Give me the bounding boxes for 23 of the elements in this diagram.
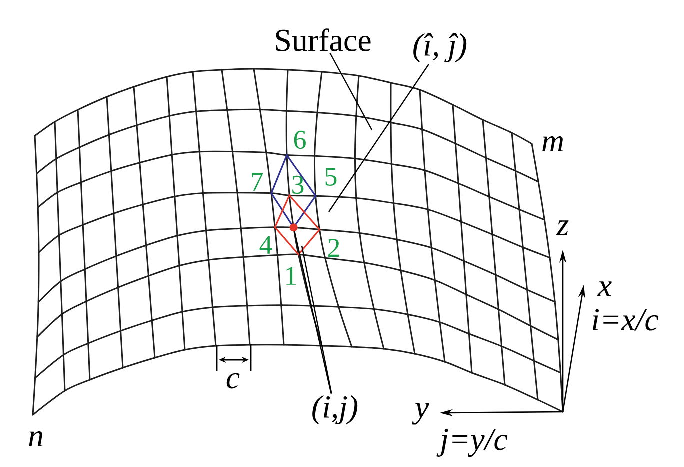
vertex-number: 2 [328, 239, 340, 257]
leader-line [294, 232, 332, 394]
leader-line [330, 52, 373, 130]
index-label: n [29, 431, 43, 447]
text-label: Surface [276, 28, 371, 52]
formula-label: i=x/c [592, 309, 659, 331]
dot [290, 224, 298, 232]
vertex-number: 7 [252, 173, 263, 191]
leader-line [301, 246, 332, 394]
axis-label: y [412, 403, 430, 425]
vertex-number: 6 [294, 130, 306, 150]
vertex-number: 4 [260, 236, 272, 254]
dimension-label: c [226, 373, 240, 389]
index-label: m [542, 136, 564, 152]
text-label: (î, ĵ) [414, 33, 467, 63]
text-label: (i,j) [312, 396, 358, 424]
formula-label: j=y/c [436, 428, 508, 458]
vertex-number: 3 [292, 176, 304, 194]
leader-line [328, 64, 430, 212]
axis-label: z [556, 220, 569, 236]
axis-label: x [598, 282, 612, 296]
vertex-number: 1 [286, 267, 296, 285]
vertex-number: 5 [326, 168, 337, 186]
